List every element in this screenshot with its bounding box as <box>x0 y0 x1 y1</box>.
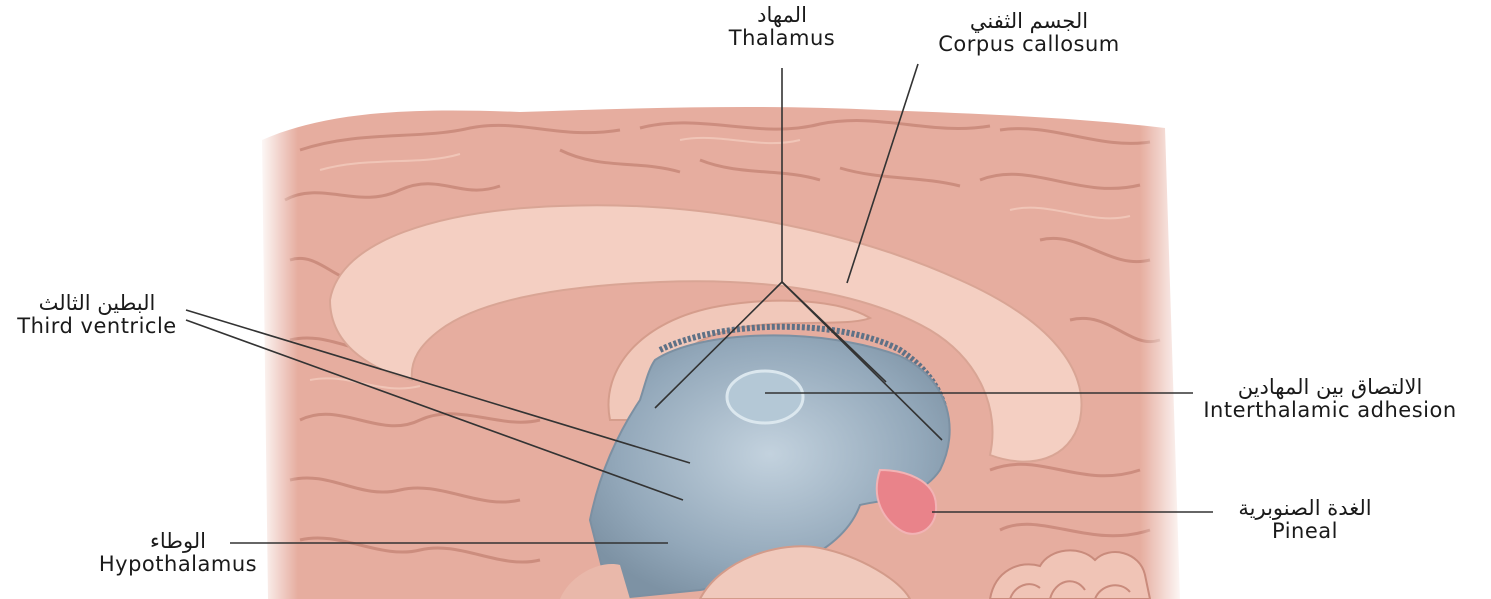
label-pineal: الغدة الصنوبرية Pineal <box>1212 497 1398 543</box>
label-third-ventricle-arabic: البطين الثالث <box>2 292 192 315</box>
label-corpus-callosum-english: Corpus callosum <box>918 33 1140 56</box>
interthalamic-adhesion-shape <box>727 371 803 423</box>
label-interthalamic-adhesion-english: Interthalamic adhesion <box>1180 399 1480 422</box>
label-corpus-callosum: الجسم الثفني Corpus callosum <box>918 10 1140 56</box>
label-thalamus-english: Thalamus <box>712 27 852 50</box>
label-thalamus: المهاد Thalamus <box>712 4 852 50</box>
label-hypothalamus-arabic: الوطاء <box>80 530 276 553</box>
label-interthalamic-adhesion-arabic: الالتصاق بين المهادين <box>1180 376 1480 399</box>
label-pineal-english: Pineal <box>1212 520 1398 543</box>
label-interthalamic-adhesion: الالتصاق بين المهادين Interthalamic adhe… <box>1180 376 1480 422</box>
label-thalamus-arabic: المهاد <box>712 4 852 27</box>
label-third-ventricle-english: Third ventricle <box>2 315 192 338</box>
label-hypothalamus-english: Hypothalamus <box>80 553 276 576</box>
label-corpus-callosum-arabic: الجسم الثفني <box>918 10 1140 33</box>
label-hypothalamus: الوطاء Hypothalamus <box>80 530 276 576</box>
label-third-ventricle: البطين الثالث Third ventricle <box>2 292 192 338</box>
label-pineal-arabic: الغدة الصنوبرية <box>1212 497 1398 520</box>
